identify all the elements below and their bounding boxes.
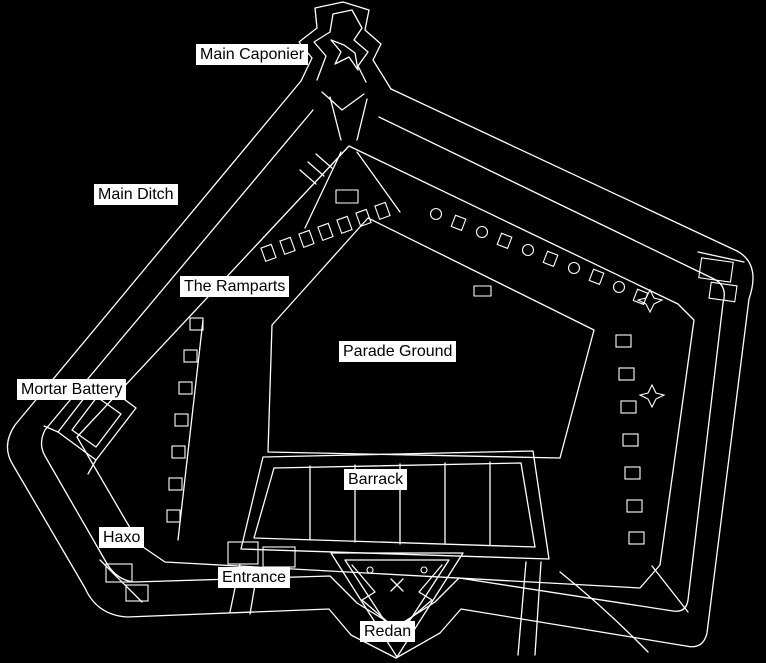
barrack-structure <box>240 450 550 560</box>
label-main-ditch: Main Ditch <box>94 184 178 206</box>
label-entrance: Entrance <box>218 567 291 589</box>
label-the-ramparts: The Ramparts <box>180 276 290 298</box>
redan-structure <box>330 552 464 658</box>
ramparts-structure <box>76 145 695 589</box>
label-main-caponier: Main Caponier <box>196 44 309 66</box>
corner-caponier-bottom-left <box>99 559 149 603</box>
label-mortar-battery: Mortar Battery <box>17 379 127 401</box>
rampart-outer-line <box>76 145 695 589</box>
label-parade-ground: Parade Ground <box>339 341 457 363</box>
gun-positions-top-left <box>260 201 391 262</box>
label-barrack: Barrack <box>344 469 408 491</box>
gun-positions-top-right <box>429 207 649 306</box>
main-caponier-structure <box>298 1 392 141</box>
roads <box>517 561 689 656</box>
label-haxo: Haxo <box>99 527 145 549</box>
counterscarp-line <box>6 80 754 659</box>
haxo-casemates <box>166 317 204 541</box>
outer-works <box>6 80 754 659</box>
gun-positions-right-flank <box>615 288 666 545</box>
parade-boundary-line <box>267 217 595 459</box>
corner-caponier-right <box>697 251 745 303</box>
label-redan: Redan <box>360 621 416 643</box>
